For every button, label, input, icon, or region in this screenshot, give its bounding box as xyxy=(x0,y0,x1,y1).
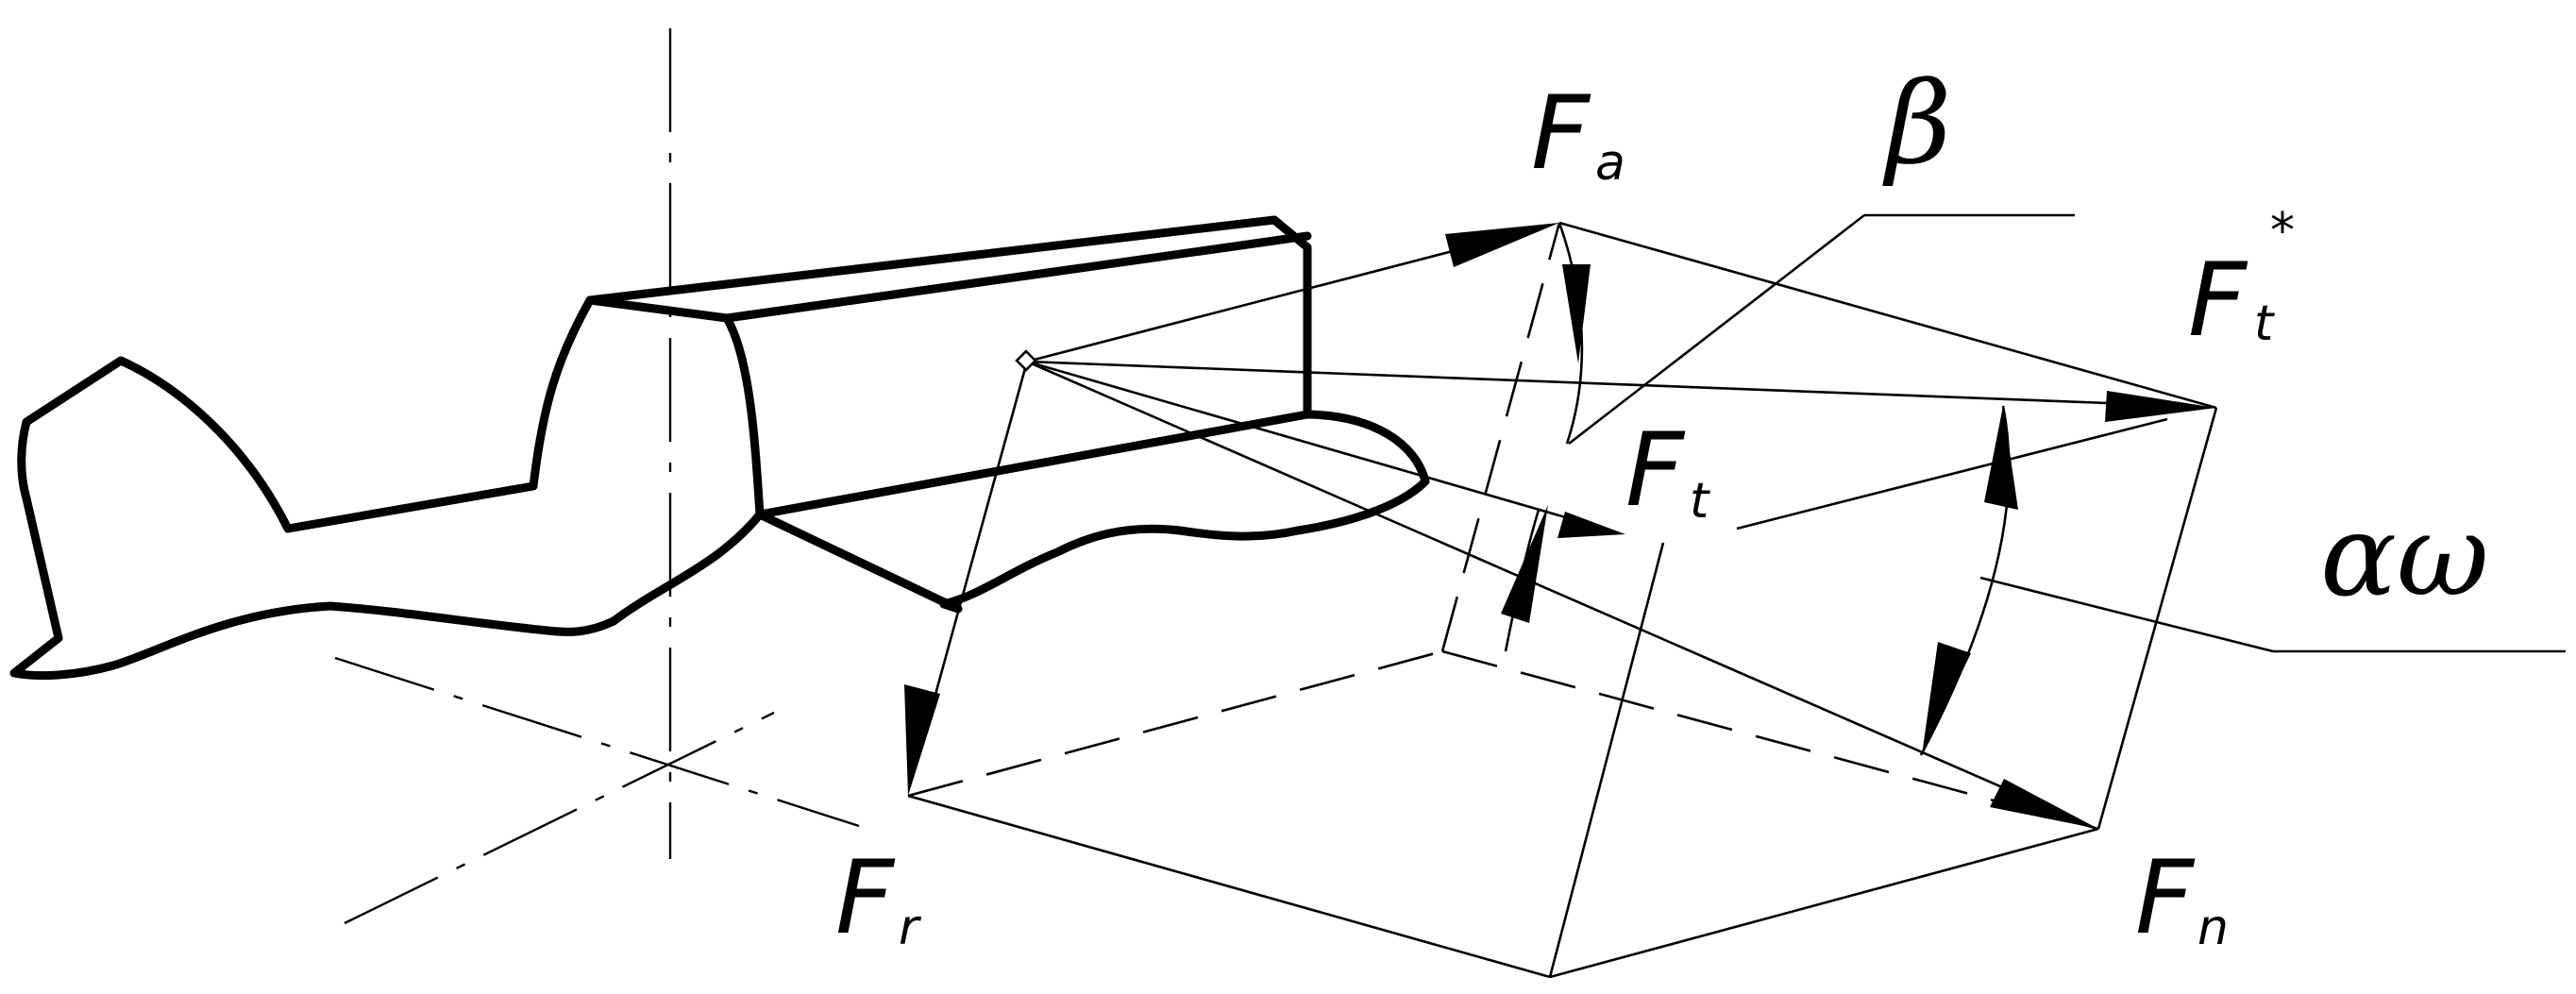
vector-fa-line xyxy=(1026,229,1530,363)
label-fr: F r xyxy=(835,839,922,957)
gear-body-outline xyxy=(9,215,1430,681)
vector-ftstar-arrowhead xyxy=(2105,391,2216,422)
alpha-arrow-down xyxy=(1922,642,1971,755)
label-fa-main: F xyxy=(1531,75,1591,193)
vector-fr-arrowhead xyxy=(904,684,940,796)
dashed-fr-hidden xyxy=(907,649,1443,798)
edge-bottom-fn xyxy=(1549,827,2099,979)
label-alpha-omega: αω xyxy=(2320,491,2489,622)
angle-beta-arc xyxy=(1501,213,2075,652)
label-fa-sub: a xyxy=(1595,135,1625,192)
label-ftstar-sub: t xyxy=(2254,295,2275,352)
label-fr-sub: r xyxy=(899,900,922,956)
dashed-hidden-fn xyxy=(1441,649,2099,831)
force-vectors xyxy=(904,223,2216,829)
label-ftstar-sup: * xyxy=(2270,203,2295,260)
dashed-hidden-fa xyxy=(1440,222,1561,652)
beta-arc xyxy=(1557,222,1584,445)
axis-line-right-up xyxy=(344,711,775,925)
label-fn-main: F xyxy=(2135,839,2196,957)
vector-ft-arrowhead xyxy=(1557,512,1625,538)
label-ft: F t xyxy=(1625,412,1710,530)
vector-fn-arrowhead xyxy=(1990,779,2098,829)
edge-ft-bottom xyxy=(1548,542,1665,978)
tooth-side-edge xyxy=(722,313,765,519)
angle-alpha-arc xyxy=(1919,405,2566,756)
vector-ft-line xyxy=(1026,360,1606,531)
alpha-leader xyxy=(1979,576,2274,653)
vector-fa-arrowhead xyxy=(1445,223,1559,267)
label-fr-main: F xyxy=(835,839,896,957)
label-fn-sub: n xyxy=(2197,900,2229,956)
edge-origin-ft-continuation xyxy=(1736,417,2168,531)
axis-lines xyxy=(334,28,860,925)
edge-fa-ftstar xyxy=(1558,221,2217,410)
beta-leader xyxy=(1568,213,1865,446)
gear-tooth-outline xyxy=(9,215,1430,681)
vector-ftstar-line xyxy=(1026,360,2181,408)
vector-fn-line xyxy=(1026,360,2068,817)
label-ftstar-main: F xyxy=(2188,242,2248,360)
label-fa: F a xyxy=(1531,75,1625,193)
label-beta: β xyxy=(1882,59,1951,190)
origin-marker xyxy=(1015,349,1037,372)
force-box xyxy=(907,221,2218,979)
label-fn: F n xyxy=(2135,839,2229,957)
label-ft-sub: t xyxy=(1690,473,1710,530)
label-ft-main: F xyxy=(1625,412,1686,530)
label-ftstar: F t * xyxy=(2188,203,2295,360)
tooth-front-edge xyxy=(755,410,1312,519)
edge-ftstar-fn xyxy=(2096,407,2218,830)
alpha-arrow-up xyxy=(1984,406,2018,510)
beta-arrow-down xyxy=(1562,264,1591,363)
edge-fr-bottom xyxy=(907,794,1551,979)
axis-line-left-down xyxy=(334,656,860,828)
tooth-top-face xyxy=(585,231,1312,323)
beta-arrow-up xyxy=(1501,505,1548,623)
